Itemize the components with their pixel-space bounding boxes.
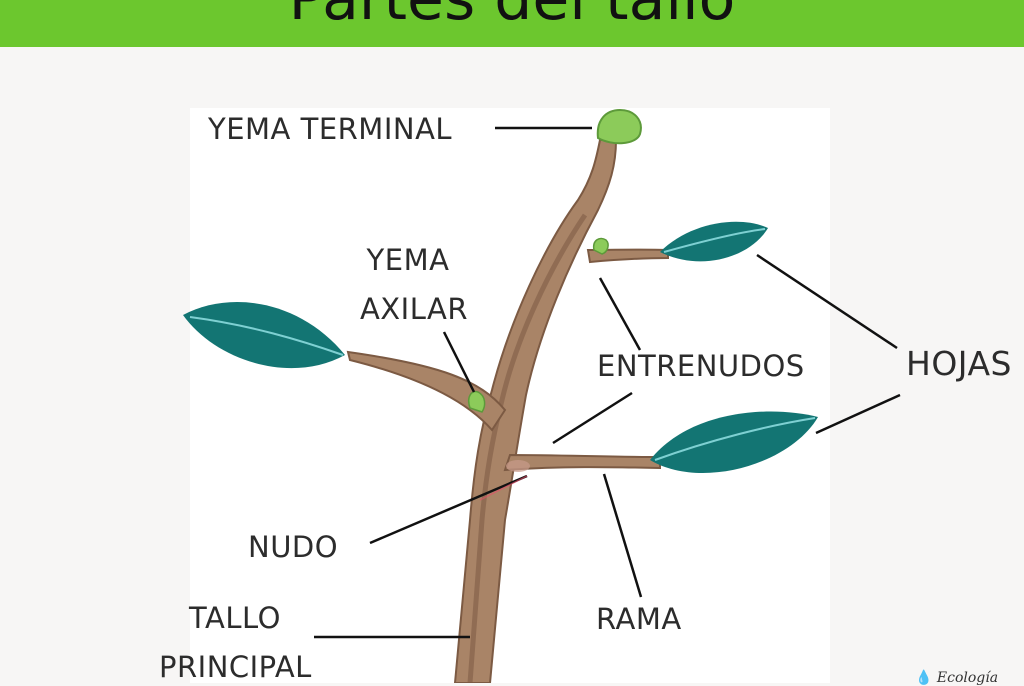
leaf-upper-right [660, 221, 768, 262]
drop-icon: 💧 [915, 670, 933, 686]
node-mark [506, 460, 530, 472]
label-rama: RAMA [596, 602, 682, 636]
label-hojas: HOJAS [906, 344, 1012, 383]
title-banner: Partes del tallo [0, 0, 1024, 47]
leader-nudo-tint [479, 475, 528, 501]
axillary-bud-lower [467, 390, 486, 413]
axillary-bud-upper [592, 237, 609, 255]
leader-hojas-lower [815, 393, 901, 435]
left-branch [346, 350, 507, 432]
upper-right-branch [586, 248, 669, 264]
leader-hojas-upper [756, 253, 898, 350]
leaf-left [183, 302, 345, 369]
label-entrenudos: ENTRENUDOS [597, 349, 805, 383]
leader-rama [602, 473, 643, 598]
page-title: Partes del tallo [0, 0, 1024, 36]
main-stem-shade [467, 213, 588, 683]
leader-lines [314, 126, 901, 639]
leader-yema-axilar [442, 331, 476, 393]
leader-nudo [369, 474, 528, 545]
leader-entrenudos-lower [552, 391, 633, 445]
leaf-lower-right [650, 411, 818, 474]
label-yema-terminal: YEMA TERMINAL [208, 112, 453, 146]
leader-entrenudos-upper [598, 277, 642, 351]
logo-text: Ecología [936, 670, 999, 686]
ecologia-logo: 💧 Ecología [915, 670, 998, 686]
terminal-bud [596, 108, 642, 145]
label-principal: PRINCIPAL [159, 650, 312, 684]
label-nudo: NUDO [248, 530, 339, 564]
label-tallo: TALLO [189, 601, 281, 635]
label-yema-axilar-2: AXILAR [359, 292, 469, 326]
lower-right-branch [503, 453, 661, 472]
label-yema-axilar-1: YEMA [366, 243, 450, 277]
